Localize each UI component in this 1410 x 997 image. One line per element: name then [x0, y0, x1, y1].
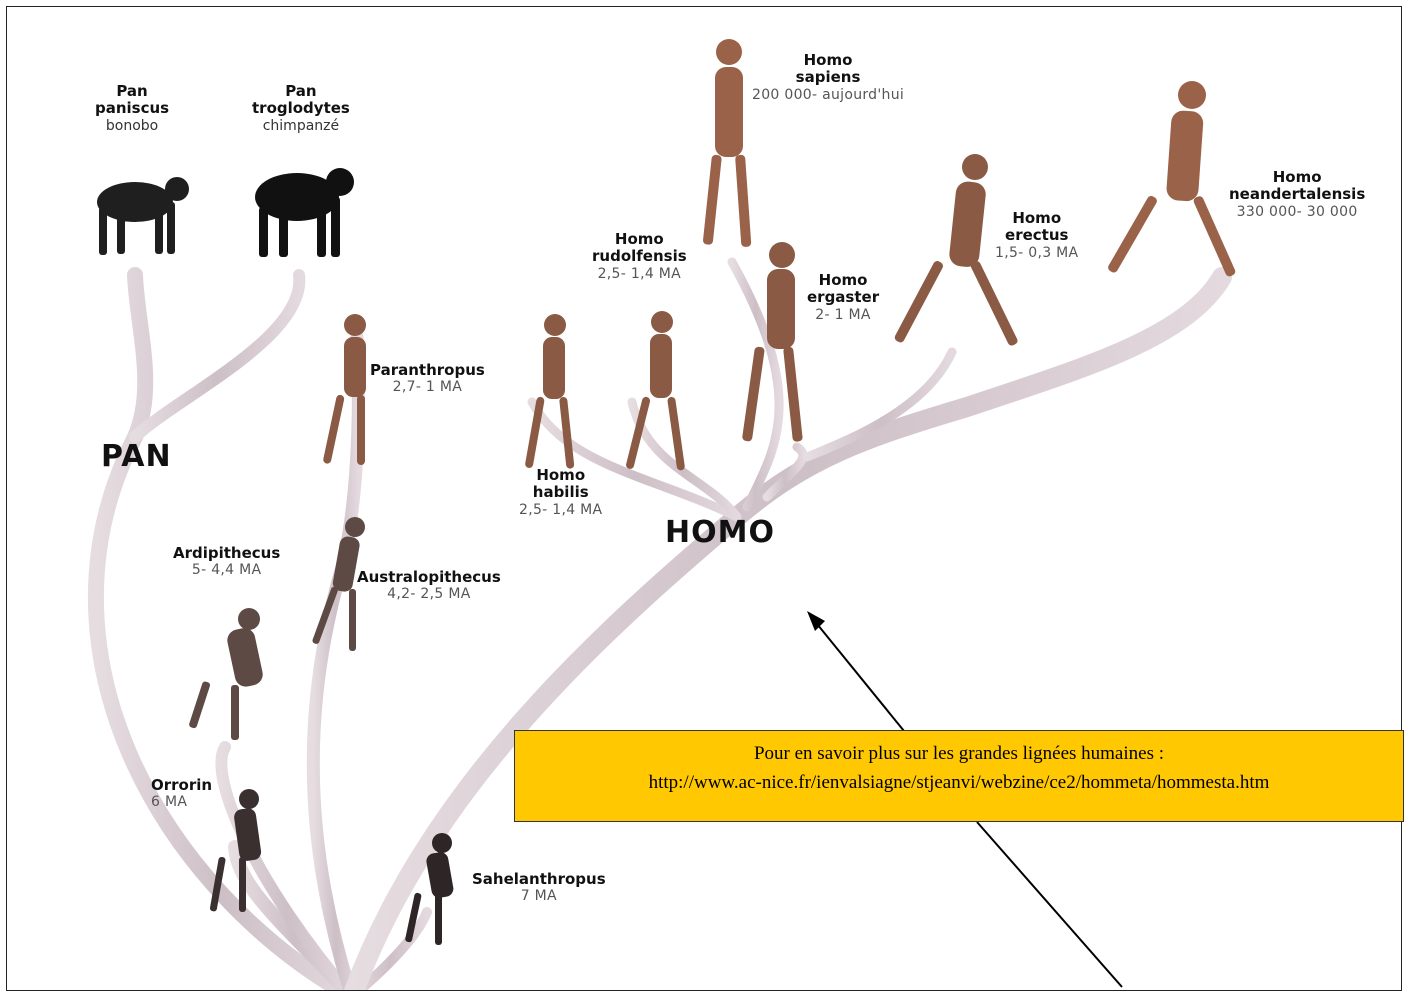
common-name: chimpanzé	[252, 118, 350, 134]
diagram-frame: Pan paniscus bonobo Pan troglodytes chim…	[6, 6, 1402, 991]
info-box-link[interactable]: http://www.ac-nice.fr/ienvalsiagne/stjea…	[515, 768, 1403, 797]
label-pan-paniscus: Pan paniscus bonobo	[95, 83, 169, 134]
species-epithet: sapiens	[752, 69, 904, 86]
species-dates: 2- 1 MA	[807, 307, 879, 323]
species-genus: Pan	[252, 83, 350, 100]
species-dates: 2,7- 1 MA	[370, 379, 485, 395]
genus-homo-label: HOMO	[665, 515, 775, 550]
label-australopithecus: Australopithecus 4,2- 2,5 MA	[357, 569, 501, 602]
species-dates: 330 000- 30 000	[1229, 204, 1365, 220]
species-name: Paranthropus	[370, 362, 485, 379]
label-homo-neandertalensis: Homo neandertalensis 330 000- 30 000	[1229, 169, 1365, 220]
species-epithet: neandertalensis	[1229, 186, 1365, 203]
common-name: bonobo	[95, 118, 169, 134]
species-epithet: rudolfensis	[592, 248, 687, 265]
label-orrorin: Orrorin 6 MA	[151, 777, 212, 810]
arrow-tail-line	[977, 822, 1122, 987]
figure-ardipithecus-icon	[188, 608, 264, 740]
species-name: Ardipithecus	[173, 545, 280, 562]
label-sahelanthropus: Sahelanthropus 7 MA	[472, 871, 606, 904]
figure-bonobo-icon	[97, 177, 189, 255]
species-genus: Homo	[1229, 169, 1365, 186]
species-dates: 7 MA	[472, 888, 606, 904]
species-genus: Homo	[752, 52, 904, 69]
species-epithet: troglodytes	[252, 100, 350, 117]
genus-pan-label: PAN	[101, 439, 172, 474]
species-genus: Homo	[592, 231, 687, 248]
species-name: Sahelanthropus	[472, 871, 606, 888]
figure-chimpanzee-icon	[255, 168, 354, 257]
species-genus: Homo	[995, 210, 1078, 227]
label-homo-sapiens: Homo sapiens 200 000- aujourd'hui	[752, 52, 904, 103]
species-epithet: paniscus	[95, 100, 169, 117]
info-box-line-1: Pour en savoir plus sur les grandes lign…	[515, 739, 1403, 768]
species-genus: Homo	[807, 272, 879, 289]
species-genus: Homo	[519, 467, 602, 484]
species-epithet: habilis	[519, 484, 602, 501]
figure-homo-neandertalensis-icon	[1107, 81, 1237, 278]
label-homo-habilis: Homo habilis 2,5- 1,4 MA	[519, 467, 602, 518]
phylogeny-tree	[7, 7, 1402, 991]
species-dates: 2,5- 1,4 MA	[519, 502, 602, 518]
species-dates: 5- 4,4 MA	[173, 562, 280, 578]
species-name: Orrorin	[151, 777, 212, 794]
figure-homo-ergaster-icon	[742, 242, 803, 442]
label-ardipithecus: Ardipithecus 5- 4,4 MA	[173, 545, 280, 578]
label-paranthropus: Paranthropus 2,7- 1 MA	[370, 362, 485, 395]
species-dates: 200 000- aujourd'hui	[752, 87, 904, 103]
label-homo-ergaster: Homo ergaster 2- 1 MA	[807, 272, 879, 323]
species-genus: Pan	[95, 83, 169, 100]
info-box: Pour en savoir plus sur les grandes lign…	[514, 730, 1404, 822]
species-dates: 6 MA	[151, 794, 212, 810]
arrow-head-icon	[807, 611, 825, 631]
figure-homo-habilis-icon	[525, 314, 575, 469]
species-epithet: ergaster	[807, 289, 879, 306]
species-epithet: erectus	[995, 227, 1078, 244]
species-dates: 2,5- 1,4 MA	[592, 266, 687, 282]
branch-pan	[96, 275, 352, 991]
figure-homo-sapiens-icon	[703, 39, 752, 247]
arrow-pointer-line	[813, 619, 904, 731]
species-dates: 4,2- 2,5 MA	[357, 586, 501, 602]
label-pan-troglodytes: Pan troglodytes chimpanzé	[252, 83, 350, 134]
species-dates: 1,5- 0,3 MA	[995, 245, 1078, 261]
species-name: Australopithecus	[357, 569, 501, 586]
branch-pan-troglodytes	[135, 275, 299, 437]
label-homo-erectus: Homo erectus 1,5- 0,3 MA	[995, 210, 1078, 261]
branch-homo-rudolfensis	[632, 402, 737, 517]
label-homo-rudolfensis: Homo rudolfensis 2,5- 1,4 MA	[592, 231, 687, 282]
